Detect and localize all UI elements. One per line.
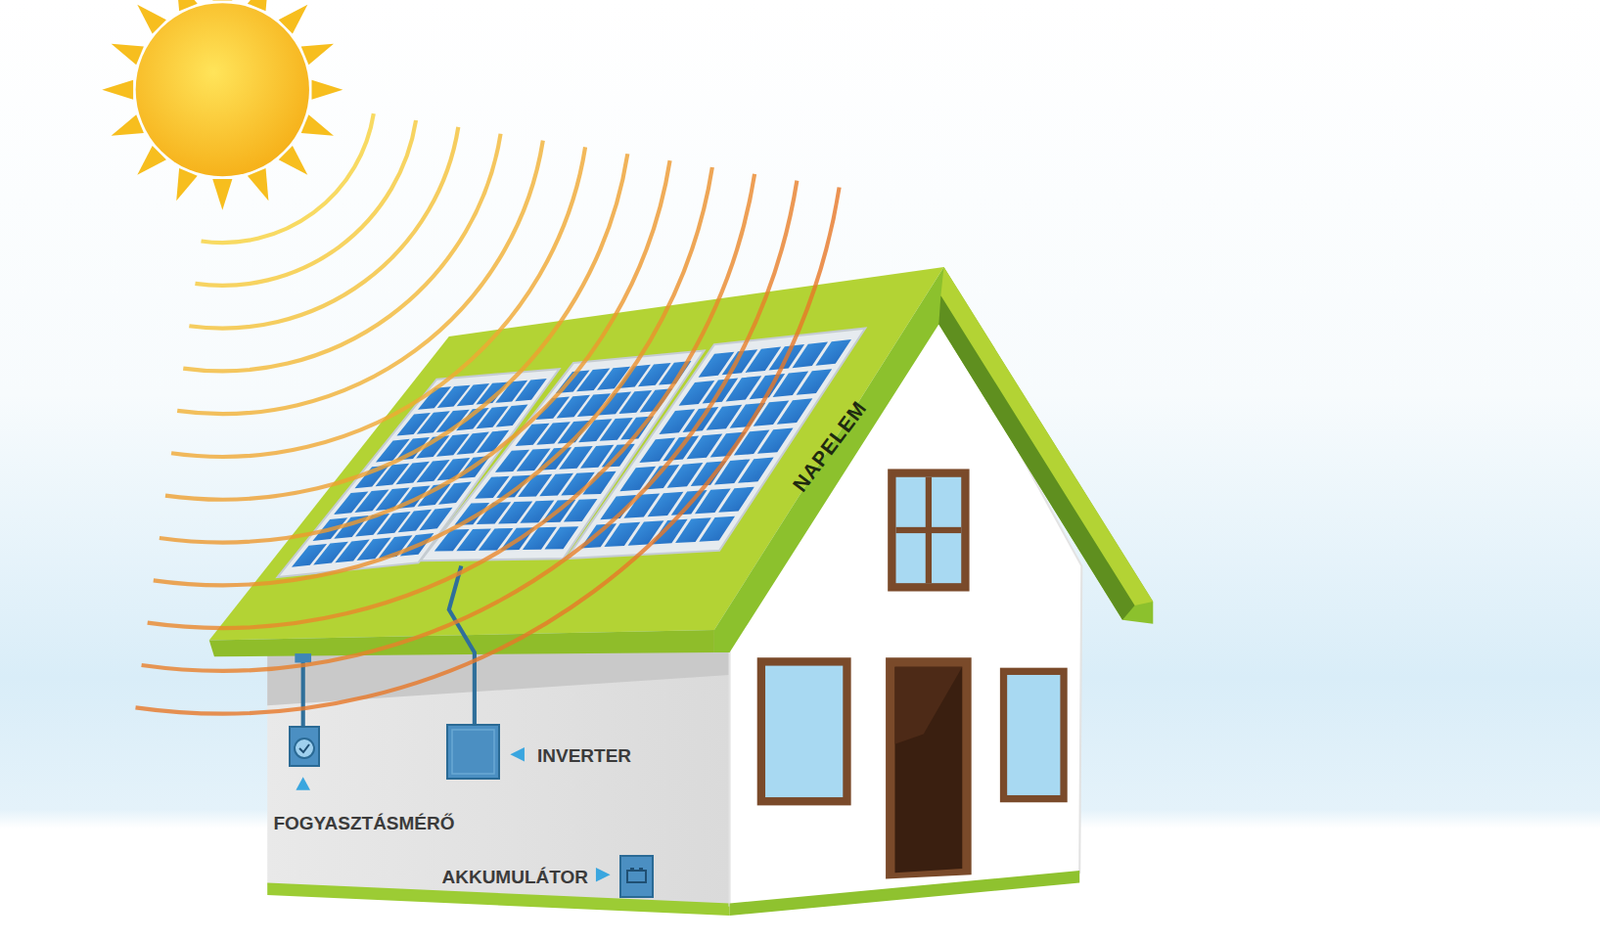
pointer-triangle xyxy=(509,747,525,763)
sun-ray xyxy=(176,168,197,201)
side-wall xyxy=(267,634,730,906)
inverter-box: INVERTER xyxy=(446,724,501,780)
sun-ray xyxy=(212,179,232,211)
sun-ray xyxy=(301,114,334,136)
sunlight-arcs xyxy=(136,113,840,714)
inverter-icon xyxy=(448,726,499,778)
solar-cell xyxy=(777,398,814,424)
sun-ray xyxy=(101,80,134,100)
solar-cell xyxy=(514,378,548,402)
solar-cell xyxy=(718,487,755,513)
solar-cell xyxy=(476,430,509,454)
gable-trim xyxy=(940,267,1153,606)
sunlight-arc xyxy=(201,113,374,243)
sunlight-arc xyxy=(194,120,416,286)
sunlight-arc xyxy=(147,174,755,629)
sunlight-arc xyxy=(182,134,501,372)
window xyxy=(1000,668,1068,804)
roof xyxy=(209,267,945,640)
meter-icon xyxy=(290,728,319,766)
sun-ray xyxy=(111,114,144,136)
panel-wire xyxy=(449,565,475,727)
pointer-triangle xyxy=(295,777,311,791)
sunlight-arc xyxy=(136,187,840,715)
sunlight-arc xyxy=(153,167,713,586)
grid-wire xyxy=(301,660,306,727)
component-label: INVERTER xyxy=(537,745,632,768)
grass-strip xyxy=(267,883,730,916)
gable-trim xyxy=(938,295,1135,620)
window xyxy=(757,657,852,806)
solar-cell xyxy=(737,457,775,484)
component-label: FOGYASZTÁSMÉRŐ xyxy=(273,813,455,835)
grid-connector xyxy=(294,653,312,663)
meter-box: FOGYASZTÁSMÉRŐ xyxy=(288,726,320,768)
sunlight-arc xyxy=(141,181,798,672)
battery-icon xyxy=(621,857,652,897)
solar-cell xyxy=(496,404,529,427)
sun-ray xyxy=(111,44,144,65)
solar-cell xyxy=(698,516,735,543)
window xyxy=(887,468,969,592)
sunlight-arc xyxy=(188,127,458,329)
sunlight-arc xyxy=(159,160,671,543)
sunlight-arc xyxy=(171,146,586,458)
sunlight-arc xyxy=(177,140,544,415)
battery-box: AKKUMULÁTOR xyxy=(619,855,654,899)
sun xyxy=(136,2,310,177)
door xyxy=(885,657,972,879)
solar-cell xyxy=(796,368,833,396)
component-label: AKKUMULÁTOR xyxy=(441,867,589,889)
pointer-triangle xyxy=(595,868,611,883)
solar-cell xyxy=(815,339,852,366)
solar-cell xyxy=(544,526,579,549)
sun-ray xyxy=(247,168,269,201)
sunlight-arc xyxy=(165,153,628,500)
solar-cell xyxy=(757,427,794,454)
sun-ray xyxy=(212,0,232,1)
sun-ray xyxy=(301,44,334,65)
sun-rays xyxy=(101,0,343,211)
front-wall xyxy=(730,306,1083,907)
sun-ray xyxy=(312,80,344,100)
solar-panels xyxy=(277,328,867,578)
